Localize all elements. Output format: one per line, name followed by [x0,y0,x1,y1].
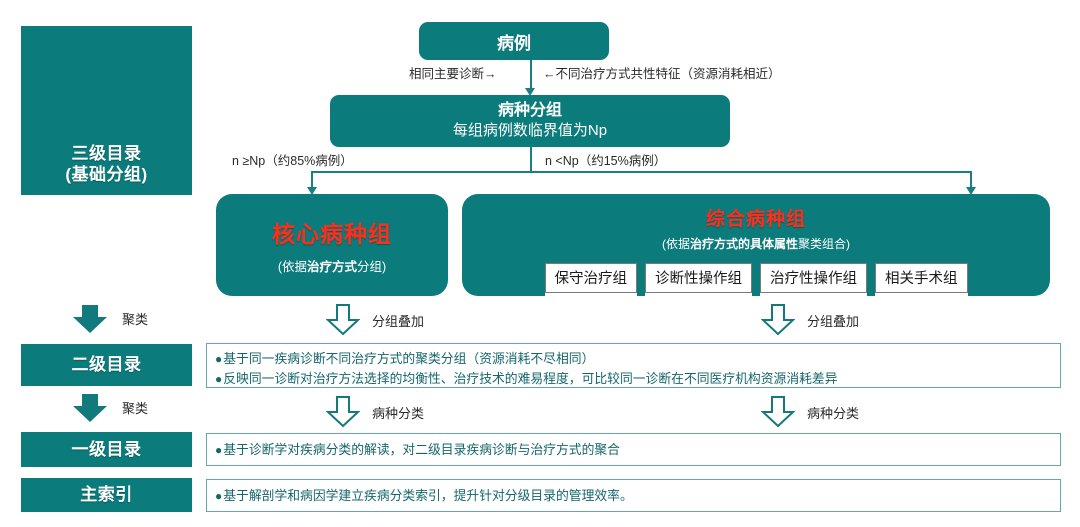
connector-branch-left-arrowhead [307,187,317,195]
comp-subtitle-suffix: 聚类组合) [798,237,850,251]
level-label-main-index: 主索引 [21,478,192,512]
comprehensive-group-chip-list: 保守治疗组 诊断性操作组 治疗性操作组 相关手术组 [544,263,968,293]
hollow-down-arrow-stack-2 [760,304,796,341]
comprehensive-group-subtitle: (依据治疗方式的具体属性聚类组合) [662,235,850,252]
hollow-down-arrow-classify-2 [760,396,796,433]
level2-label-line1: 二级目录 [71,355,142,375]
cluster-label-2: 聚类 [122,401,149,416]
level1-bullet-1: ●基于诊断学对疾病分类的解读，对二级目录疾病诊断与治疗方式的聚合 [215,442,620,458]
node-disease-grouping: 病种分组 每组病例数临界值为Np [330,95,730,147]
connector-branch-right-arrowhead [966,187,976,195]
edge-label-same-diagnosis: 相同主要诊断→ [409,67,497,81]
node-disease-grouping-title: 病种分组 [497,102,562,120]
core-group-subtitle: (依据治疗方式分组) [278,256,386,275]
main-index-label-line1: 主索引 [80,485,133,505]
comp-subtitle-bold: 治疗方式的具体属性 [689,237,798,251]
chip-conservative-treatment[interactable]: 保守治疗组 [544,263,637,293]
connector-case-to-group [530,60,532,92]
content-box-level2: ●基于同一疾病诊断不同治疗方式的聚类分组（资源消耗不尽相同） ●反映同一诊断对治… [206,343,1061,388]
level3-label-line1: 三级目录 [71,143,142,163]
node-core-disease-group: 核心病种组 (依据治疗方式分组) [216,194,448,296]
chip-diagnostic-procedure[interactable]: 诊断性操作组 [645,263,752,293]
level-label-level3: 三级目录 (基础分组) [21,26,192,195]
node-disease-grouping-subtitle: 每组病例数临界值为Np [452,122,608,140]
edge-label-different-treatment: ←不同治疗方式共性特征（资源消耗相近） [543,67,781,81]
level-label-level1: 一级目录 [21,432,192,467]
hollow-arrow-glyph [325,304,361,336]
main-index-bullet-1: ●基于解剖学和病因学建立疾病分类索引，提升针对分级目录的管理效率。 [215,488,633,504]
chip-related-surgery[interactable]: 相关手术组 [875,263,968,293]
content-box-main-index: ●基于解剖学和病因学建立疾病分类索引，提升针对分级目录的管理效率。 [206,479,1061,512]
comprehensive-group-title: 综合病种组 [705,209,806,230]
cluster-label-1: 聚类 [122,312,149,327]
connector-case-to-group-arrowhead [525,88,535,96]
core-subtitle-prefix: (依据 [277,260,307,274]
hollow-arrow-glyph [760,396,796,428]
level2-bullet-1: ●基于同一疾病诊断不同治疗方式的聚类分组（资源消耗不尽相同） [215,351,595,366]
solid-down-arrow-cluster-1 [73,305,107,334]
hollow-down-arrow-stack-1 [325,304,361,341]
connector-branch-left-drop [311,171,313,191]
stack-label-1: 分组叠加 [372,314,425,329]
comp-subtitle-prefix: (依据 [661,237,690,251]
solid-down-arrow-cluster-2 [73,394,107,423]
core-subtitle-suffix: 分组) [357,260,387,274]
level1-label-line1: 一级目录 [71,439,142,459]
node-case: 病例 [419,22,609,60]
branch-label-left: n ≥Np（约85%病例） [232,154,353,168]
classify-label-1: 病种分类 [372,406,425,421]
classify-label-2: 病种分类 [807,406,860,421]
branch-label-right: n <Np（约15%病例） [545,154,667,168]
level2-bullet-2: ●反映同一诊断对治疗方法选择的均衡性、治疗技术的难易程度，可比较同一诊断在不同医… [215,370,838,386]
connector-branch-bar [311,171,971,173]
core-subtitle-bold: 治疗方式 [306,260,357,274]
level-label-level2: 二级目录 [21,344,192,386]
content-box-level1: ●基于诊断学对疾病分类的解读，对二级目录疾病诊断与治疗方式的聚合 [206,433,1061,466]
node-case-label: 病例 [497,33,531,53]
level3-label-line2: (基础分组) [65,164,148,184]
hollow-arrow-glyph [325,396,361,428]
hollow-down-arrow-classify-1 [325,396,361,433]
stack-label-2: 分组叠加 [807,314,860,329]
core-group-title: 核心病种组 [272,221,392,247]
connector-branch-stem [530,147,532,172]
node-comprehensive-disease-group: 综合病种组 (依据治疗方式的具体属性聚类组合) 保守治疗组 诊断性操作组 治疗性… [462,194,1050,296]
hollow-arrow-glyph [760,304,796,336]
connector-branch-right-drop [970,171,972,191]
chip-therapeutic-procedure[interactable]: 治疗性操作组 [760,263,867,293]
